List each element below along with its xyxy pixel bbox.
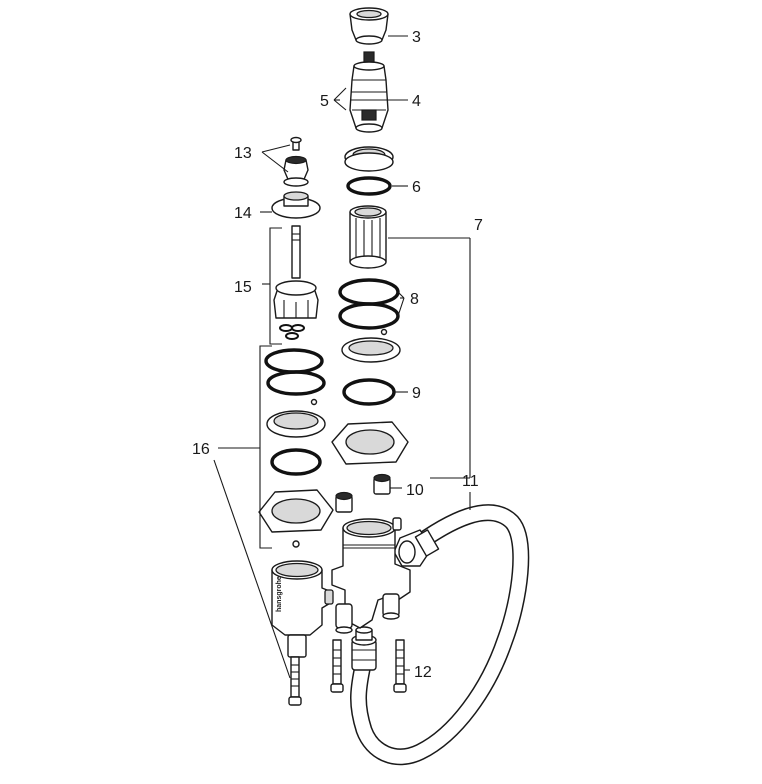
callout-13: 13 (234, 145, 252, 162)
screw-right (393, 639, 407, 693)
part-gasket-plate-right (331, 421, 409, 465)
valve-body (331, 517, 411, 634)
callout-3: 3 (412, 29, 421, 46)
part-13-cap-button (283, 136, 309, 187)
part-16-oring-3 (270, 448, 322, 476)
part-retaining-ring-right (341, 328, 401, 363)
callout-9: 9 (412, 385, 421, 402)
screw-left (288, 656, 302, 706)
callout-10: 10 (406, 482, 424, 499)
callout-14: 14 (234, 205, 252, 222)
secondary-valve-body: hansgrohe (271, 560, 334, 658)
callout-6: 6 (412, 179, 421, 196)
callout-16: 16 (192, 441, 210, 458)
callout-7: 7 (474, 217, 483, 234)
part-14-flange (271, 191, 321, 219)
callout-12: 12 (414, 664, 432, 681)
hose-lower-nut (351, 626, 377, 671)
small-check-valve (335, 491, 353, 513)
part-4-cartridge (349, 51, 389, 133)
screws (288, 639, 407, 706)
callout-4: 4 (412, 93, 421, 110)
part-top-nut-ring (344, 146, 394, 172)
hose-assembly (350, 504, 530, 766)
part-3-cap (349, 7, 389, 45)
part-16-oring-1 (264, 348, 324, 374)
leader-lines (213, 35, 471, 679)
part-16-oring-2 (266, 370, 326, 396)
callout-11: 11 (462, 473, 479, 490)
part-9-oring (342, 378, 396, 406)
part-16-gasket-plate (258, 489, 334, 548)
callout-5: 5 (320, 93, 329, 110)
part-8-oring-upper (338, 278, 400, 306)
part-15-spindle-cartridge (273, 225, 319, 340)
callout-labels: 3 4 5 6 7 8 9 10 11 12 13 14 15 16 (192, 29, 483, 681)
part-6-oring (346, 176, 392, 196)
screw-middle (330, 639, 344, 693)
part-16-retaining-ring (266, 398, 326, 438)
part-7-filter-sleeve (349, 205, 387, 269)
part-10-insert (373, 473, 391, 495)
brand-mark: hansgrohe (276, 576, 283, 612)
part-8-oring-lower (338, 302, 400, 330)
callout-8: 8 (410, 291, 419, 308)
callout-15: 15 (234, 279, 252, 296)
